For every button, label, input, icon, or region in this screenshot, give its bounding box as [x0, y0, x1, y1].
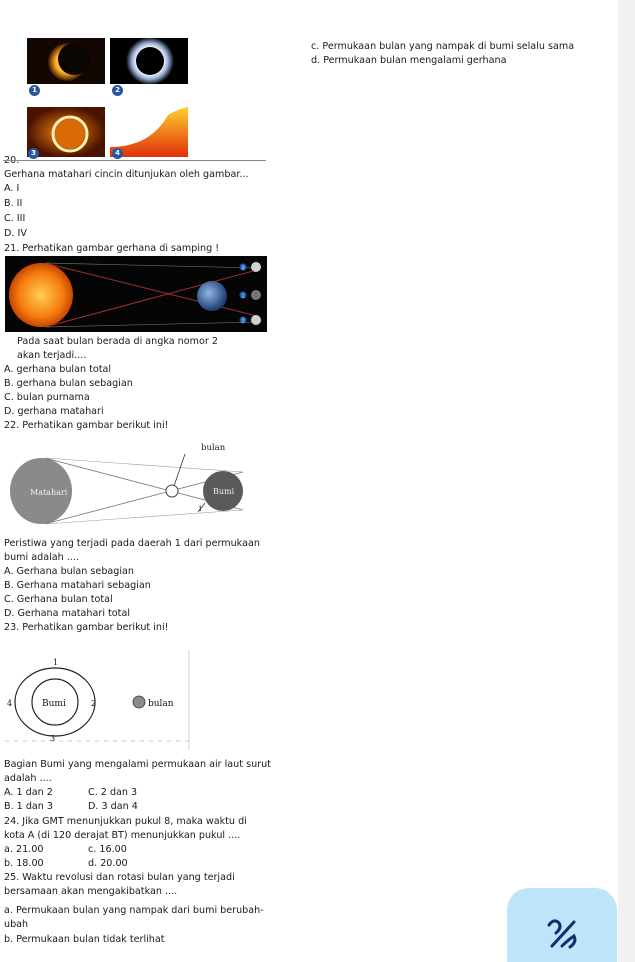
q20-option-a: A. I [4, 183, 20, 194]
partial-eclipse-image [27, 38, 105, 84]
position-1-label: 1 [241, 294, 244, 300]
q20-option-b: B. II [4, 198, 23, 209]
point-1-label: 1 [53, 658, 58, 667]
eclipse-photo-3 [27, 107, 105, 157]
q21-caption-1: Pada saat bulan berada di angka nomor 2 [17, 336, 218, 347]
q21-option-d: D. gerhana matahari [4, 406, 104, 417]
photo-badge-4: 4 [112, 148, 123, 159]
sunset-eclipse-image [110, 107, 188, 157]
sun-label: Matahari [30, 488, 68, 497]
q22-option-b: B. Gerhana matahari sebagian [4, 580, 151, 591]
q24-option-b: b. 18.00 [4, 858, 44, 869]
total-eclipse-image [110, 38, 188, 84]
point-2-label: 2 [91, 699, 96, 708]
q22-diagram: Matahari bulan Bumi 1 [5, 434, 260, 526]
lunar-eclipse-diagram: 3 1 2 [5, 256, 267, 332]
prev-option-c: c. Permukaan bulan yang nampak di bumi s… [311, 41, 575, 52]
q23-stem-2: adalah .... [4, 773, 52, 784]
photo-badge-3: 3 [28, 148, 39, 159]
q23-diagram: Bumi bulan 1 2 3 4 [5, 650, 195, 750]
q24-option-a: a. 21.00 [4, 844, 44, 855]
q25-stem-1: 25. Waktu revolusi dan rotasi bulan yang… [4, 872, 235, 883]
q21-caption-2: akan terjadi.... [17, 350, 87, 361]
point-3-label: 3 [50, 734, 55, 743]
earth-label: Bumi [213, 487, 235, 496]
eclipse-photo-4 [110, 107, 188, 157]
q23-option-b: B. 1 dan 3 [4, 801, 54, 812]
q23-option-a: A. 1 dan 2 [4, 787, 53, 798]
q22-option-a: A. Gerhana bulan sebagian [4, 566, 135, 577]
divider [3, 160, 266, 161]
q21-option-a: A. gerhana bulan total [4, 364, 112, 375]
q24-option-c: c. 16.00 [88, 844, 127, 855]
q24-stem-2: kota A (di 120 derajat BT) menunjukkan p… [4, 830, 241, 841]
q23-question: 23. Perhatikan gambar berikut ini! [4, 622, 169, 633]
q20-question: Gerhana matahari cincin ditunjukan oleh … [4, 169, 249, 180]
annular-eclipse-image [27, 107, 105, 157]
q25-stem-2: bersamaan akan mengakibatkan .... [4, 886, 178, 897]
eclipse-photo-1 [27, 38, 105, 84]
eclipse-photo-2 [110, 38, 188, 84]
solar-eclipse-diagram: Matahari bulan Bumi 1 [10, 443, 244, 525]
q25-option-b: b. Permukaan bulan tidak terlihat [4, 934, 165, 945]
tide-diagram: Bumi bulan 1 2 3 4 [5, 650, 191, 750]
q22-option-c: C. Gerhana bulan total [4, 594, 113, 605]
q22-stem-1: Peristiwa yang terjadi pada daerah 1 dar… [4, 538, 260, 549]
q23-stem-1: Bagian Bumi yang mengalami permukaan air… [4, 759, 271, 770]
q23-option-c: C. 2 dan 3 [88, 787, 138, 798]
position-3-label: 3 [241, 266, 244, 272]
q22-question: 22. Perhatikan gambar berikut ini! [4, 420, 169, 431]
question-number-20: 20. [4, 155, 19, 167]
q25-option-a-1: a. Permukaan bulan yang nampak dari bumi… [4, 905, 264, 916]
right-gutter [618, 0, 635, 962]
point-4-label: 4 [7, 699, 12, 708]
q20-option-c: C. III [4, 213, 26, 224]
q22-stem-2: bumi adalah .... [4, 552, 79, 563]
q23-option-d: D. 3 dan 4 [88, 801, 138, 812]
photo-badge-1: 1 [29, 85, 40, 96]
q21-option-b: B. gerhana bulan sebagian [4, 378, 133, 389]
prev-option-d: d. Permukaan bulan mengalami gerhana [311, 55, 507, 66]
q22-option-d: D. Gerhana matahari total [4, 608, 130, 619]
q21-option-c: C. bulan purnama [4, 392, 90, 403]
annotate-fab-button[interactable] [507, 888, 617, 962]
position-2-label: 2 [241, 319, 244, 325]
pen-slash-icon [547, 919, 577, 949]
q24-stem-1: 24. Jika GMT menunjukkan pukul 8, maka w… [4, 816, 247, 827]
q21-question: 21. Perhatikan gambar gerhana di samping… [4, 243, 220, 254]
q21-eclipse-diagram: 3 1 2 [5, 256, 267, 332]
moon-label-23: bulan [148, 699, 174, 709]
q24-option-d: d. 20.00 [88, 858, 128, 869]
earth-label-23: Bumi [42, 699, 66, 709]
moon-label: bulan [201, 443, 226, 453]
region-label: 1 [198, 505, 202, 513]
q25-option-a-2: ubah [4, 919, 29, 930]
photo-badge-2: 2 [112, 85, 123, 96]
q20-option-d: D. IV [4, 228, 27, 239]
